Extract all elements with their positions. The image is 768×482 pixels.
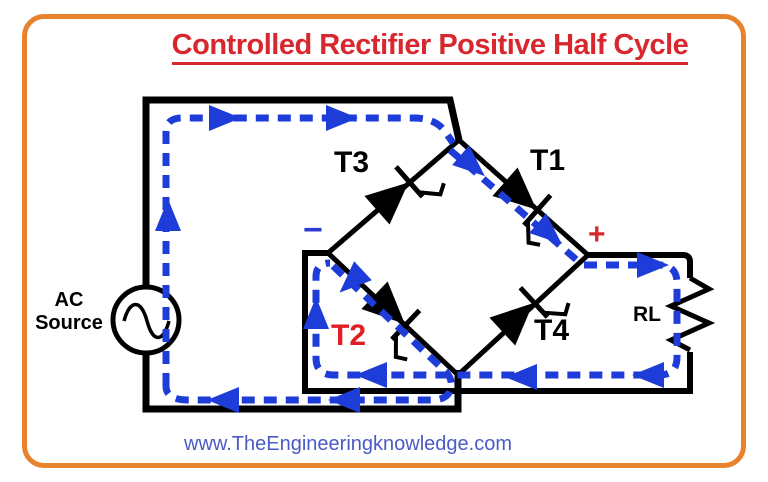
current-arrow-return-2 [505,364,537,390]
thyristor-t3-symbol [364,165,446,225]
t2-label: T2 [331,319,367,352]
wire-top-left [142,96,463,288]
circuit-wires [142,96,716,413]
current-arrow-return-1 [632,362,664,388]
current-arrow-t1-upper [452,145,485,177]
ac-source-label-line1: AC [54,289,84,311]
current-arrow-bottom-1 [328,387,360,413]
current-arrow-top-2 [326,105,358,131]
thyristor-t4-symbol [489,286,571,346]
website-link[interactable]: www.TheEngineeringknowledge.com [184,433,512,455]
wire-negative-return [302,250,693,394]
current-arrow-to-load [637,252,669,278]
t1-label: T1 [530,144,566,177]
current-arrow-up-left-wire [155,199,181,231]
current-arrow-bottom-2 [207,387,239,413]
ac-source-label: AC Source [22,289,116,335]
orange-border-frame [22,14,746,468]
current-path-t2-bottom [162,263,455,404]
current-path-left-top [162,114,456,386]
thyristor-t2-symbol [361,281,422,362]
ac-source-label-line2: Source [35,312,103,334]
current-arrow-t1-lower [529,213,562,245]
current-arrow-box-up [303,297,329,329]
negative-polarity-label: − [303,211,323,249]
current-arrow-return-3 [355,362,387,388]
t3-label: T3 [334,146,370,179]
thyristor-symbols [361,165,571,362]
current-arrow-top-1 [209,105,241,131]
load-label: RL [633,303,661,326]
current-path-dashed [162,114,681,404]
wire-positive-to-load [588,252,693,278]
page-title-text: Controlled Rectifier Positive Half Cycle [171,29,689,65]
current-arrow-t2-branch [339,261,372,293]
t4-label: T4 [534,314,570,347]
positive-polarity-label: + [588,218,606,251]
current-arrows [155,105,669,413]
page-title: Controlled Rectifier Positive Half Cycle [150,29,710,65]
